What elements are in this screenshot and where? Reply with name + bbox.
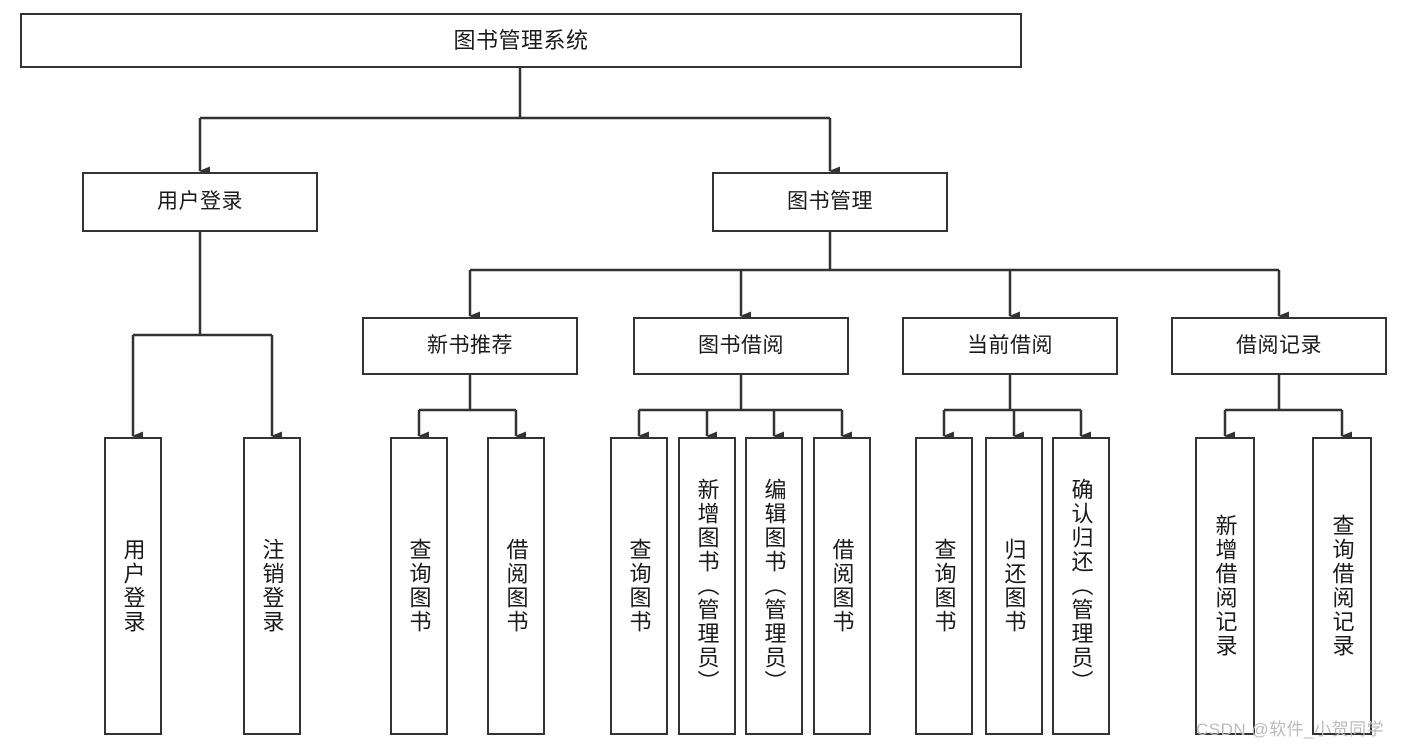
node-leaf-5[interactable]: 查询图书 <box>610 437 668 735</box>
node-leaf-7[interactable]: 编辑图书（管理员） <box>745 437 803 735</box>
node-label: 借阅图书 <box>503 538 529 634</box>
node-label: 图书借阅 <box>698 333 784 357</box>
node-label: 图书管理 <box>787 189 873 213</box>
node-label: 查询图书 <box>406 538 432 634</box>
node-label: 新增借阅记录 <box>1212 514 1238 658</box>
connector-lines <box>131 68 1352 441</box>
node-leaf-12[interactable]: 新增借阅记录 <box>1195 437 1255 735</box>
node-leaf-13[interactable]: 查询借阅记录 <box>1312 437 1372 735</box>
node-leaf-3[interactable]: 查询图书 <box>390 437 448 735</box>
node-label: 编辑图书（管理员） <box>761 478 787 694</box>
node-label: 用户登录 <box>120 538 146 634</box>
node-leaf-11[interactable]: 确认归还（管理员） <box>1052 437 1110 735</box>
node-label: 借阅图书 <box>829 538 855 634</box>
node-borrow[interactable]: 图书借阅 <box>633 317 849 375</box>
node-label: 借阅记录 <box>1236 333 1322 357</box>
node-label: 图书管理系统 <box>453 27 589 53</box>
node-leaf-6[interactable]: 新增图书（管理员） <box>678 437 736 735</box>
node-label: 查询图书 <box>626 538 652 634</box>
node-leaf-1[interactable]: 用户登录 <box>104 437 162 735</box>
node-records[interactable]: 借阅记录 <box>1171 317 1387 375</box>
node-label: 查询借阅记录 <box>1329 514 1355 658</box>
node-leaf-2[interactable]: 注销登录 <box>243 437 301 735</box>
node-leaf-10[interactable]: 归还图书 <box>985 437 1043 735</box>
node-label: 新增图书（管理员） <box>694 478 720 694</box>
node-newbook[interactable]: 新书推荐 <box>362 317 578 375</box>
node-current[interactable]: 当前借阅 <box>902 317 1118 375</box>
node-leaf-8[interactable]: 借阅图书 <box>813 437 871 735</box>
node-label: 确认归还（管理员） <box>1068 478 1094 694</box>
node-label: 用户登录 <box>157 189 243 213</box>
node-leaf-9[interactable]: 查询图书 <box>915 437 973 735</box>
node-label: 当前借阅 <box>967 333 1053 357</box>
node-label: 查询图书 <box>931 538 957 634</box>
node-label: 新书推荐 <box>427 333 513 357</box>
node-label: 归还图书 <box>1001 538 1027 634</box>
node-label: 注销登录 <box>259 538 285 634</box>
node-root[interactable]: 图书管理系统 <box>20 13 1022 68</box>
node-login[interactable]: 用户登录 <box>82 172 318 232</box>
node-leaf-4[interactable]: 借阅图书 <box>487 437 545 735</box>
node-bookmgmt[interactable]: 图书管理 <box>712 172 948 232</box>
